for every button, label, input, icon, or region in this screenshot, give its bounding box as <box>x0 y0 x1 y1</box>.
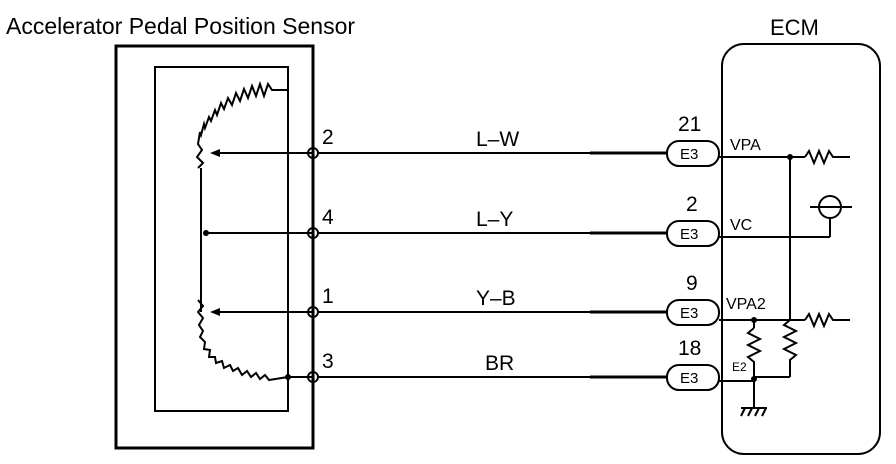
junction-dot <box>203 230 209 236</box>
lower-resistor-arc <box>196 299 289 382</box>
connector-label: E3 <box>680 146 698 163</box>
vpa-pulldown-resistor <box>781 319 799 377</box>
connector-pin-number: 2 <box>686 193 698 216</box>
ground-hatch <box>754 407 760 417</box>
lower-wiper-arrow-icon <box>210 308 220 316</box>
ecm-box <box>721 43 881 455</box>
pin-number: 4 <box>322 206 334 229</box>
vpa2-pulldown-resistor <box>745 327 763 377</box>
vpa-resistor <box>804 148 850 166</box>
connector-label: E3 <box>680 226 698 243</box>
ground-hatch <box>761 407 767 417</box>
connector-label: E3 <box>680 370 698 387</box>
wire-color-label: L–Y <box>476 208 513 231</box>
upper-wiper-arrow-icon <box>210 149 220 157</box>
ground-hatch <box>740 407 746 417</box>
connector-oval <box>666 140 720 167</box>
sensor-inner-box <box>154 66 289 412</box>
ecm-title: ECM <box>770 15 819 40</box>
connector-pin-number: 9 <box>686 272 698 295</box>
ecm-terminal-label: VC <box>730 217 752 234</box>
upper-resistor-arc <box>195 67 289 169</box>
sensor-box <box>114 44 315 450</box>
connector-oval <box>666 220 720 247</box>
pin-number: 2 <box>322 126 334 149</box>
ecm-terminal-label: VPA2 <box>726 296 766 313</box>
connector-label: E3 <box>680 305 698 322</box>
wire-color-label: L–W <box>476 128 519 151</box>
ecm-terminal-label: VPA <box>730 137 761 154</box>
ecm-ground-label: E2 <box>732 360 747 374</box>
connector-oval <box>666 364 720 391</box>
connector-pin-number: 21 <box>678 113 701 136</box>
wire-color-label: BR <box>485 352 514 375</box>
connector-oval <box>666 299 720 326</box>
connector-pin-number: 18 <box>678 337 701 360</box>
pin-number: 1 <box>322 285 334 308</box>
vpa2-resistor <box>804 311 850 329</box>
wire-color-label: Y–B <box>476 287 516 310</box>
sensor-title: Accelerator Pedal Position Sensor <box>6 13 355 39</box>
ground-hatch <box>747 407 753 417</box>
pin-number: 3 <box>322 350 334 373</box>
